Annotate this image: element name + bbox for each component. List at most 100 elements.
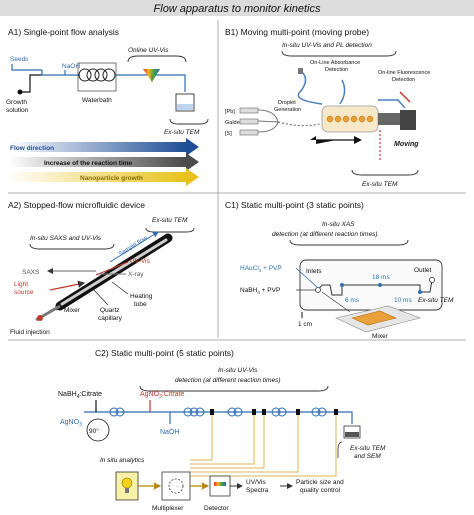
flow-direction-label: Flow direction	[10, 145, 54, 152]
result-label-1: Particle size and	[296, 479, 344, 486]
nanoparticle-growth-bar	[8, 172, 186, 182]
panel-b1: B1) Moving multi-point (moving probe) In…	[225, 27, 430, 188]
droplet-label-1: Droplet	[278, 100, 296, 106]
nanoparticle-growth-label: Nanoparticle growth	[80, 175, 143, 182]
a1-exsitu-tem: Ex-situ TEM	[164, 129, 200, 136]
result-label-2: quality control	[300, 487, 341, 494]
motor-body	[378, 113, 400, 125]
c2-exsitu-2: and SEM	[354, 453, 381, 460]
xray-label: X-ray	[128, 271, 144, 278]
outlet-tube	[116, 74, 186, 92]
pb-syringe	[239, 107, 259, 114]
b1-insitu-label: In-situ UV-Vis and PL detection	[282, 42, 372, 49]
t6-label: 6 ms	[345, 297, 360, 304]
online-uvvis-label: Online UV-Vis	[128, 47, 169, 54]
mixed-tube	[41, 70, 80, 76]
s-syringe	[239, 129, 259, 136]
s-label: [S]	[225, 131, 232, 137]
reaction-time-label: Increase of the reaction time	[44, 160, 133, 167]
online-fl-label-1: On-line Fluorescence	[378, 70, 430, 76]
moving-arrow-right	[354, 136, 362, 144]
seeds-label: Seeds	[10, 56, 29, 63]
c2-detection-label: detection (at different reaction times)	[175, 377, 281, 384]
heating-leader	[111, 281, 129, 295]
svg-text:NaBH4:Citrate: NaBH4:Citrate	[58, 391, 102, 400]
t18-label: 18 ms	[372, 274, 390, 281]
haucl4-inlet-line	[295, 267, 319, 289]
c2-insitu-uvvis: In-situ UV-Vis	[218, 367, 258, 374]
moving-stage-icon	[400, 110, 416, 130]
online-abs-label-1: On-Line Absorbance	[310, 60, 360, 66]
reaction-time-bar	[8, 157, 186, 167]
injection-port-icon	[37, 315, 43, 321]
pb-label: [Pb]	[225, 109, 235, 115]
waterbath-label: Waterbath	[82, 97, 112, 104]
light-bulb-icon	[115, 471, 139, 501]
c1-heading: C1) Static multi-point (3 static points)	[225, 200, 364, 210]
scale-label: 1 cm	[298, 321, 312, 328]
quartz-label-1: Quartz	[100, 307, 120, 314]
title-bar	[0, 0, 474, 16]
panel-a2: A2) Stopped-flow microfluidic device Ex-…	[8, 200, 195, 336]
c1-detection-label: detection (at different reaction times)	[272, 231, 378, 238]
c2-uvvis-bracket	[139, 385, 329, 392]
seeds-tube	[11, 64, 42, 71]
light-source-beam	[49, 280, 86, 291]
fluid-injection-label: Fluid injection	[10, 329, 50, 336]
growth-label-1: Growth	[6, 99, 27, 106]
multiplexer-icon	[161, 471, 191, 501]
droplet-label-2: Generation	[274, 107, 301, 113]
light-label-1: Light	[14, 281, 28, 288]
spectrum-prism-icon	[143, 69, 160, 82]
abs-fiber-top	[297, 71, 323, 105]
detector-icon	[209, 475, 231, 497]
nanoparticle-growth-arrowhead	[186, 168, 199, 186]
b1-insitu-bracket	[281, 50, 397, 57]
mixer-inset-icon	[321, 291, 421, 333]
spectra-label-1: UV/Vis	[246, 479, 266, 486]
reaction-time-arrowhead	[186, 153, 199, 171]
quartz-label-2: capillary	[98, 315, 123, 322]
uvvis-beam	[95, 261, 129, 276]
waste-beaker-icon	[343, 411, 361, 439]
detector-label: Detector	[204, 505, 229, 512]
t10-label: 10 ms	[394, 297, 412, 304]
insitu-analytics-label: In situ analytics	[100, 457, 145, 464]
uvvis-label: UV-Vis	[130, 258, 150, 265]
svg-text:AgNO3:Citrate: AgNO3:Citrate	[140, 391, 185, 400]
tem-bracket	[169, 118, 209, 125]
quartz-leader	[91, 287, 109, 306]
mixer-label: Mixer	[64, 307, 81, 314]
angle-circle	[86, 418, 110, 442]
droplet-train	[277, 121, 321, 127]
a2-insitu-label: In-situ SAXS and UV-Vis	[30, 235, 102, 242]
nabh4-pvp-label: NaBH4 + PVP	[240, 287, 280, 295]
flow-direction-arrowhead	[186, 138, 199, 156]
flow-direction-bar	[8, 142, 186, 152]
figure-title: Flow apparatus to monitor kinetics	[154, 3, 321, 15]
c2-fiber-lines	[190, 415, 337, 477]
c1-exsitu-tem: Ex-situ TEM	[418, 297, 454, 304]
c2-exsitu-1: Ex-situ TEM	[350, 445, 386, 452]
svg-text:HAuCl4 + PVP: HAuCl4 + PVP	[240, 265, 282, 273]
c1-mixer-label: Mixer	[372, 333, 389, 340]
light-label-2: source	[14, 289, 34, 296]
reactor-coil-icon	[321, 105, 379, 133]
b1-heading: B1) Moving multi-point (moving probe)	[225, 27, 369, 37]
growth-tube	[20, 74, 42, 93]
angle-label: 90°	[89, 427, 99, 435]
agno3-label: AgNO3	[60, 419, 82, 428]
saxs-label: SAXS	[22, 269, 40, 276]
galden-syringe	[239, 118, 259, 125]
b1-exsitu-tem: Ex-situ TEM	[362, 181, 398, 188]
c2-coils	[109, 407, 327, 417]
haucl4-pvp-label: HAuCl4 + PVP	[240, 265, 282, 273]
moving-label: Moving	[394, 141, 419, 148]
online-abs-label-2: Detection	[325, 67, 348, 73]
microfluidic-chip-icon	[299, 259, 443, 311]
online-fl-label-2: Detection	[392, 77, 415, 83]
heating-label-1: Heating	[130, 293, 153, 300]
legend-arrows: Flow direction Increase of the reaction …	[8, 138, 199, 186]
c1-detection-points	[340, 283, 422, 294]
